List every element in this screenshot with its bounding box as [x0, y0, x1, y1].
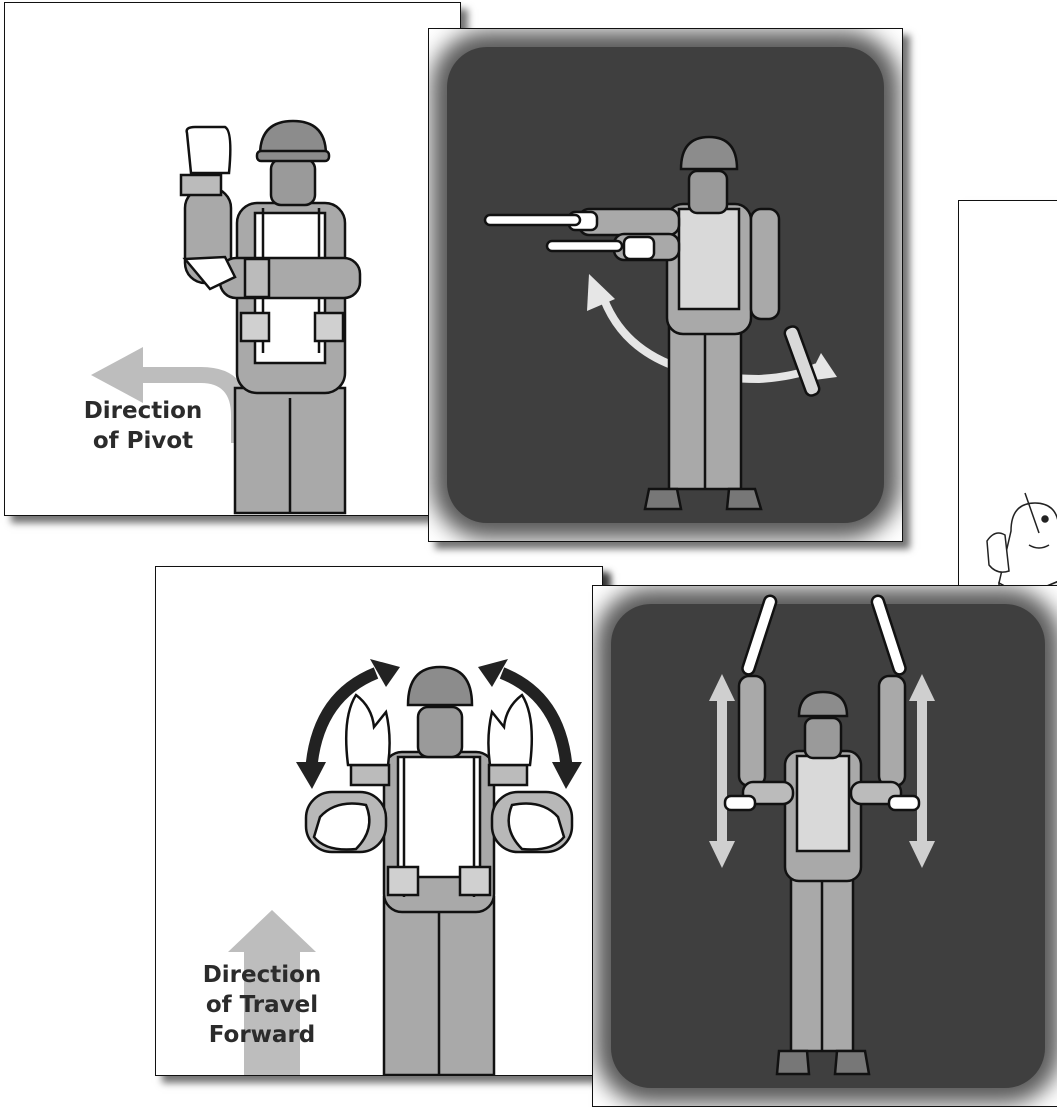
double-arrow-right-icon	[909, 674, 935, 868]
signal-card-pivot: Direction of Pivot	[4, 2, 461, 516]
raise-scene	[593, 586, 1057, 1106]
signal-card-raise	[592, 585, 1057, 1107]
pivot-label-line1: Direction	[73, 396, 213, 426]
flagger-figure-icon	[306, 667, 572, 1075]
pivot-label: Direction of Pivot	[73, 396, 213, 456]
flagger-figure-icon	[485, 137, 821, 509]
flagger-figure-icon	[725, 594, 919, 1074]
forward-label-line3: Forward	[192, 1020, 332, 1050]
forward-label: Direction of Travel Forward	[192, 960, 332, 1050]
swing-scene	[429, 29, 902, 541]
arrowhead-right-down-icon	[552, 762, 582, 789]
forward-label-line2: of Travel	[192, 990, 332, 1020]
arrowhead-left-down-icon	[296, 762, 326, 789]
forward-label-line1: Direction	[192, 960, 332, 990]
forward-card-primary: Direction of Travel Forward	[155, 566, 603, 1076]
pivot-label-line2: of Pivot	[73, 426, 213, 456]
signal-card-swing	[428, 28, 903, 542]
double-arrow-left-icon	[709, 674, 735, 868]
